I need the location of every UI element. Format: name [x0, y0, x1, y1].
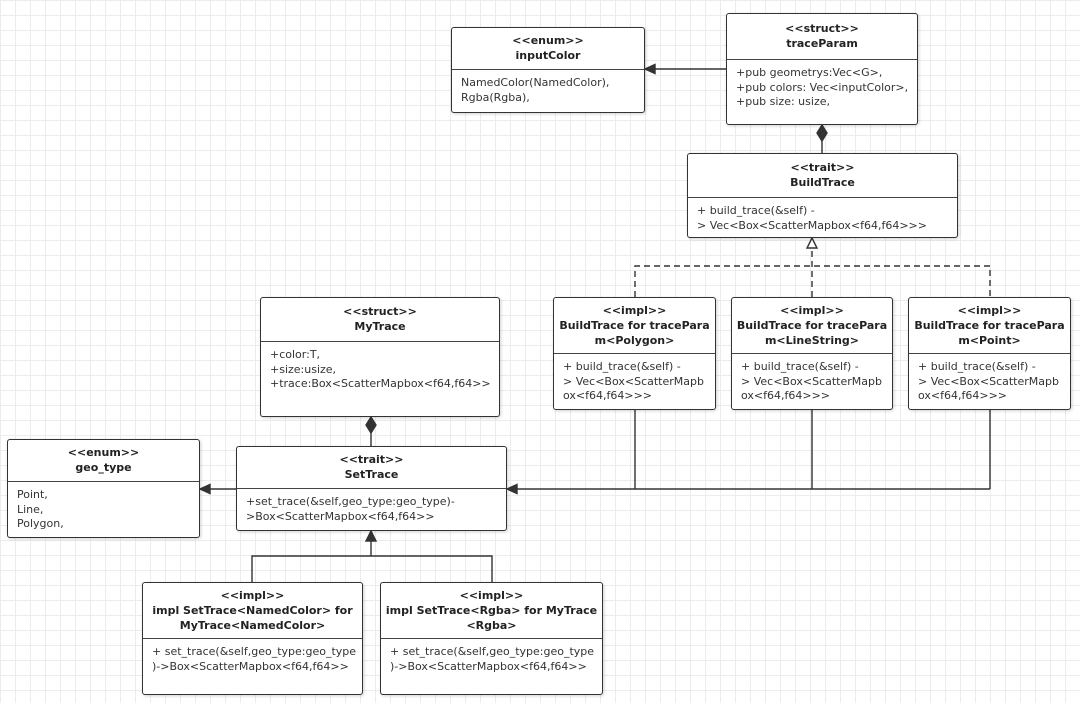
node-name: MyTrace [354, 320, 406, 333]
uml-node-implRgba[interactable]: <<impl>>impl SetTrace<Rgba> for MyTrace … [380, 582, 603, 695]
node-members: + set_trace(&self,geo_type:geo_type)->Bo… [381, 639, 602, 680]
member-line: + build_trace(&self) - [563, 360, 681, 373]
node-members: +set_trace(&self,geo_type:geo_type)->Box… [237, 489, 506, 530]
node-header: <<impl>>BuildTrace for tracePara m<Polyg… [554, 298, 715, 354]
member-line: + set_trace(&self,geo_type:geo_type [390, 645, 595, 658]
node-header: <<struct>> MyTrace [261, 298, 499, 342]
node-name: impl SetTrace<Rgba> for MyTrace <Rgba> [385, 603, 598, 632]
member-line: Point, [17, 488, 48, 501]
node-members: + set_trace(&self,geo_type:geo_type)->Bo… [143, 639, 362, 680]
node-name: traceParam [786, 37, 858, 50]
node-header: <<struct>> traceParam [727, 14, 917, 60]
node-name: BuildTrace for tracePara m<Point> [914, 318, 1065, 347]
node-name: BuildTrace [790, 176, 855, 189]
member-line: +size:usize, [270, 362, 337, 376]
arrowhead-inputcolor [643, 63, 656, 75]
node-header: <<enum>> geo_type [8, 440, 199, 482]
member-line: ox<f64,f64>>> [563, 389, 653, 402]
node-header: <<impl>>BuildTrace for tracePara m<LineS… [732, 298, 892, 354]
node-name: BuildTrace for tracePara m<Polygon> [559, 318, 710, 347]
node-name: inputColor [515, 49, 581, 62]
node-header: <<enum>> inputColor [452, 28, 644, 70]
composition-diamond-traceparam [816, 123, 828, 143]
node-stereotype: <<struct>> [785, 22, 859, 35]
member-line: >Box<ScatterMapbox<f64,f64>> [246, 509, 435, 523]
uml-node-BuildTrace[interactable]: <<trait>> BuildTrace + build_trace(&self) … [687, 153, 958, 238]
member-line: +trace:Box<ScatterMapbox<f64,f64>> [270, 377, 491, 390]
member-line: +pub colors: Vec<inputColor>, [736, 80, 909, 94]
member-line: NamedColor(NamedColor), [461, 76, 610, 89]
node-header: <<impl>>impl SetTrace<NamedColor> for My… [143, 583, 362, 639]
uml-node-implPolygon[interactable]: <<impl>>BuildTrace for tracePara m<Polyg… [553, 297, 716, 410]
member-line: + build_trace(&self) - [697, 204, 815, 217]
member-line: Rgba(Rgba), [461, 90, 530, 104]
node-header: <<impl>>BuildTrace for tracePara m<Point… [909, 298, 1070, 354]
node-stereotype: <<impl>> [602, 303, 667, 317]
node-stereotype: <<enum>> [512, 34, 584, 47]
node-header: <<impl>>impl SetTrace<Rgba> for MyTrace … [381, 583, 602, 639]
node-stereotype: <<impl>> [220, 588, 285, 602]
member-line: +pub geometrys:Vec<G>, [736, 66, 883, 79]
node-members: NamedColor(NamedColor),Rgba(Rgba), [452, 70, 644, 111]
node-header: <<trait>> BuildTrace [688, 154, 957, 198]
node-members: + build_trace(&self) -> Vec<Box<ScatterM… [688, 198, 957, 237]
member-line: + build_trace(&self) - [741, 360, 859, 373]
arrowhead-geotype [198, 483, 211, 495]
node-members: +pub geometrys:Vec<G>,+pub colors: Vec<i… [727, 60, 917, 116]
member-line: +color:T, [270, 348, 321, 361]
node-name: SetTrace [344, 468, 399, 481]
member-line: + set_trace(&self,geo_type:geo_type [152, 645, 357, 658]
arrowhead-settrace-up [364, 529, 378, 542]
member-line: > Vec<Box<ScatterMapb [918, 374, 1059, 388]
node-stereotype: <<enum>> [67, 446, 140, 459]
member-line: > Vec<Box<ScatterMapb [563, 374, 704, 388]
node-stereotype: <<impl>> [780, 303, 844, 317]
node-stereotype: <<trait>> [790, 161, 855, 174]
uml-node-SetTrace[interactable]: <<trait>> SetTrace +set_trace(&self,geo_ty… [236, 446, 507, 531]
member-line: + build_trace(&self) - [918, 360, 1036, 373]
member-line: Polygon, [17, 517, 64, 530]
node-members: + build_trace(&self) -> Vec<Box<ScatterM… [554, 354, 715, 409]
arrowhead-settrace-right [505, 483, 518, 495]
member-line: ox<f64,f64>>> [741, 389, 831, 402]
node-name: impl SetTrace<NamedColor> for MyTrace<Na… [152, 603, 353, 632]
uml-node-implPoint[interactable]: <<impl>>BuildTrace for tracePara m<Point… [908, 297, 1071, 410]
member-line: > Vec<Box<ScatterMapbox<f64,f64>>> [697, 218, 927, 232]
uml-node-implNamedColor[interactable]: <<impl>>impl SetTrace<NamedColor> for My… [142, 582, 363, 695]
member-line: > Vec<Box<ScatterMapb [741, 374, 882, 388]
member-line: ox<f64,f64>>> [918, 389, 1008, 402]
node-members: + build_trace(&self) -> Vec<Box<ScatterM… [732, 354, 892, 409]
uml-node-MyTrace[interactable]: <<struct>> MyTrace +color:T,+size:usize,+t… [260, 297, 500, 417]
node-stereotype: <<trait>> [339, 453, 404, 466]
realization-branch [634, 265, 991, 297]
member-line: +set_trace(&self,geo_type:geo_type)- [246, 495, 455, 508]
node-stereotype: <<impl>> [957, 303, 1022, 317]
node-members: Point,Line,Polygon, [8, 482, 199, 537]
uml-node-traceParam[interactable]: <<struct>> traceParam +pub geometrys:Vec<G… [726, 13, 918, 125]
realization-triangle-buildtrace [805, 236, 819, 249]
node-header: <<trait>> SetTrace [237, 447, 506, 489]
node-name: BuildTrace for tracePara m<LineString> [736, 318, 888, 347]
impl-settrace-branch [251, 555, 493, 582]
node-stereotype: <<impl>> [459, 588, 524, 602]
member-line: )->Box<ScatterMapbox<f64,f64>> [390, 659, 587, 673]
node-members: +color:T,+size:usize,+trace:Box<ScatterM… [261, 342, 499, 398]
member-line: Line, [17, 502, 44, 516]
member-line: )->Box<ScatterMapbox<f64,f64>> [152, 659, 349, 673]
node-name: geo_type [75, 461, 132, 474]
node-stereotype: <<struct>> [343, 305, 417, 318]
composition-diamond-mytrace [365, 415, 377, 435]
uml-node-implLineString[interactable]: <<impl>>BuildTrace for tracePara m<LineS… [731, 297, 893, 410]
member-line: +pub size: usize, [736, 95, 830, 108]
node-members: + build_trace(&self) -> Vec<Box<ScatterM… [909, 354, 1070, 409]
